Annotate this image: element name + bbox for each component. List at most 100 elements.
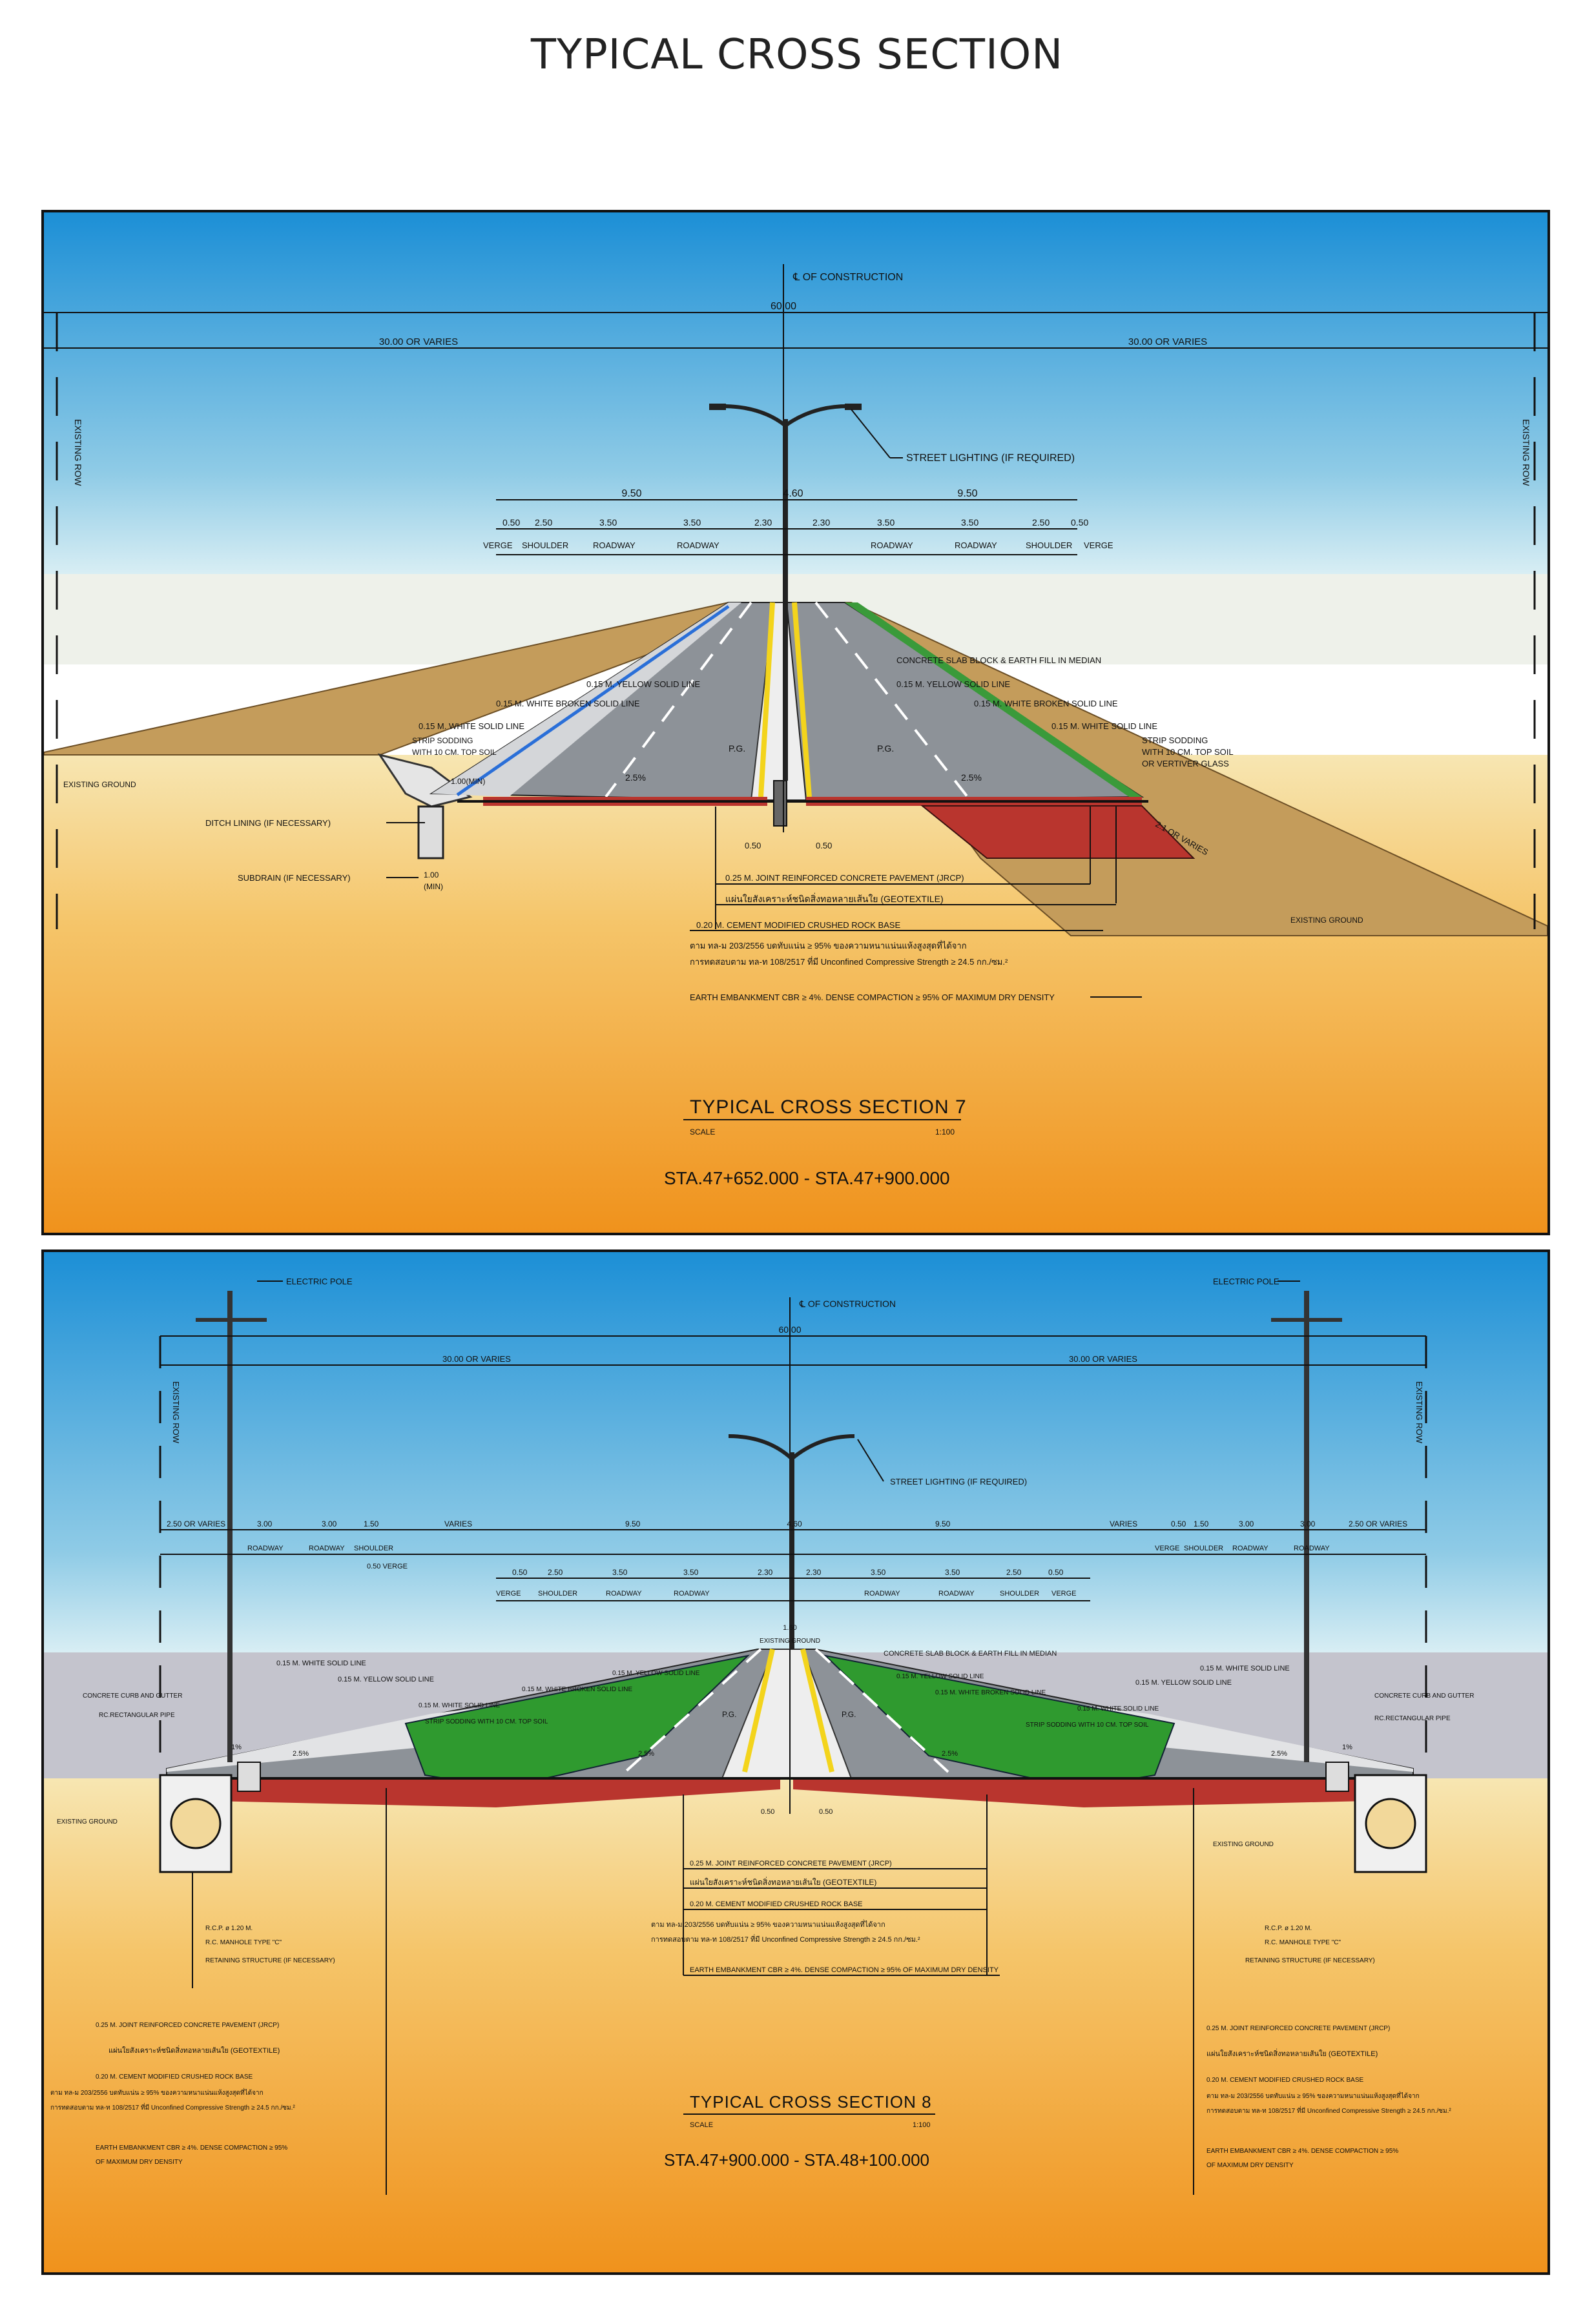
lane-label: ROADWAY	[593, 540, 636, 550]
pipe-right	[1365, 1798, 1416, 1849]
slope-outer-left: 2.5%	[293, 1750, 309, 1758]
strip-sod-left-1: STRIP SODDING	[412, 736, 473, 745]
side-spec-2-left: การทดสอบตาม ทล-ท 108/2517 ที่มี Unconfin…	[50, 2103, 295, 2112]
lane-dims-right: 2.30 3.50 3.50 2.50 0.50	[813, 517, 1088, 528]
frontage-label: SHOULDER	[354, 1545, 393, 1552]
grass-left	[404, 1654, 750, 1789]
base-label: 0.20 M. CEMENT MODIFIED CRUSHED ROCK BAS…	[690, 1900, 863, 1908]
side-geotextile-left: แผ่นใยสังเคราะห์ชนิดสิ่งทอหลายเส้นใย (GE…	[109, 2045, 280, 2055]
side-spec-2-right: การทดสอบตาม ทล-ท 108/2517 ที่มี Unconfin…	[1206, 2106, 1451, 2115]
lane-dim: 3.50	[945, 1568, 960, 1577]
pipe-right-label: RC.RECTANGULAR PIPE	[1374, 1715, 1451, 1722]
street-light-arm-right	[784, 404, 849, 427]
side-spec-1-right: ตาม ทล-ม 203/2556 บดทับแน่น ≥ 95% ของควา…	[1206, 2091, 1420, 2100]
cross-section-7-drawing: ℄ OF CONSTRUCTION 60.00 30.00 OR VARIES …	[44, 212, 1547, 1233]
base-label: 0.20 M. CEMENT MODIFIED CRUSHED ROCK BAS…	[696, 920, 900, 930]
rcp-right: R.C.P. ø 1.20 M.	[1265, 1925, 1312, 1932]
slope-right: 2.5%	[961, 772, 982, 783]
side-embank-1-left: EARTH EMBANKMENT CBR ≥ 4%. DENSE COMPACT…	[96, 2144, 287, 2152]
side-embank-2-right: OF MAXIMUM DRY DENSITY	[1206, 2162, 1294, 2169]
subdrain-dim-2: (MIN)	[424, 882, 443, 891]
lane-dim: 2.30	[758, 1568, 773, 1577]
spec-2: การทดสอบตาม ทล-ท 108/2517 ที่มี Unconfin…	[690, 956, 1008, 967]
verge-small: 0.50 VERGE	[367, 1563, 408, 1570]
side-spec-1-left: ตาม ทล-ม 203/2556 บดทับแน่น ≥ 95% ของควา…	[50, 2088, 264, 2097]
dim-left-half: 30.00 OR VARIES	[442, 1354, 511, 1364]
lane-labels-right: ROADWAY ROADWAY SHOULDER VERGE	[871, 540, 1113, 550]
section-title: TYPICAL CROSS SECTION 8	[690, 2092, 932, 2112]
curb-left	[237, 1762, 261, 1792]
dim-right-half: 30.00 OR VARIES	[1128, 336, 1207, 347]
top-dim: 1.50	[364, 1519, 379, 1528]
embankment-spec: EARTH EMBANKMENT CBR ≥ 4%. DENSE COMPACT…	[690, 1966, 999, 1974]
top-dim: 0.50	[1171, 1519, 1186, 1528]
lane-dim: 3.50	[683, 1568, 699, 1577]
lane-label: ROADWAY	[871, 540, 913, 550]
slope-inner-left: 2.5%	[638, 1750, 654, 1758]
strip-left-label: STRIP SODDING WITH 10 CM. TOP SOIL	[425, 1718, 548, 1725]
yellow-inner-right-label: 0.15 M. YELLOW SOLID LINE	[896, 1673, 984, 1680]
side-jrcp-right: 0.25 M. JOINT REINFORCED CONCRETE PAVEME…	[1206, 2025, 1390, 2032]
strip-right-label: STRIP SODDING WITH 10 CM. TOP SOIL	[1026, 1722, 1149, 1729]
lane-label: VERGE	[1051, 1590, 1077, 1598]
strip-sod-right-1: STRIP SODDING	[1142, 735, 1208, 745]
lane-line-yellow-right	[800, 1649, 834, 1773]
top-dim: 3.00	[1300, 1519, 1316, 1528]
lane-dim: 3.50	[877, 517, 895, 528]
lane-dim: 0.50	[1048, 1568, 1064, 1577]
dim-050-b: 0.50	[816, 841, 832, 850]
cl-label: ℄ OF CONSTRUCTION	[799, 1299, 896, 1309]
page-title: TYPICAL CROSS SECTION	[530, 31, 1064, 79]
white-inner-right-label: 0.15 M. WHITE SOLID LINE	[1077, 1705, 1159, 1712]
lane-label: ROADWAY	[955, 540, 997, 550]
side-jrcp-left: 0.25 M. JOINT REINFORCED CONCRETE PAVEME…	[96, 2022, 279, 2029]
lane-line-yellow-left	[758, 602, 775, 797]
top-dim: VARIES	[1110, 1519, 1137, 1528]
dim-median: 4.60	[783, 488, 803, 499]
dim-median: 4.60	[787, 1519, 802, 1528]
curb-right	[1325, 1762, 1349, 1792]
manhole-left: R.C. MANHOLE TYPE "C"	[205, 1939, 282, 1946]
strip-sod-right-3: OR VERTIVER GLASS	[1142, 759, 1229, 768]
existing-ground-right: EXISTING GROUND	[1290, 916, 1363, 925]
curb-right-label: CONCRETE CURB AND GUTTER	[1374, 1692, 1474, 1700]
spec-2: การทดสอบตาม ทล-ท 108/2517 ที่มี Unconfin…	[651, 1934, 920, 1944]
slab-median-label: CONCRETE SLAB BLOCK & EARTH FILL IN MEDI…	[884, 1650, 1057, 1658]
dim-right-half: 30.00 OR VARIES	[1069, 1354, 1137, 1364]
embankment-spec: EARTH EMBANKMENT CBR ≥ 4%. DENSE COMPACT…	[690, 992, 1055, 1002]
lane-label: ROADWAY	[677, 540, 719, 550]
scale-label: SCALE	[690, 2121, 713, 2129]
spec-1: ตาม ทล-ม 203/2556 บดทับแน่น ≥ 95% ของควา…	[690, 940, 967, 951]
side-embank-1-right: EARTH EMBANKMENT CBR ≥ 4%. DENSE COMPACT…	[1206, 2148, 1398, 2155]
top-dims-right: 9.50 VARIES 0.50 1.50 3.00 3.00 2.50 OR …	[935, 1519, 1407, 1528]
lane-line-white-left	[605, 601, 752, 798]
cl-label: ℄ OF CONSTRUCTION	[792, 272, 903, 283]
lane-dim: 2.50	[535, 517, 552, 528]
strip-sod-right-2: WITH 10 CM. TOP SOIL	[1142, 747, 1234, 757]
slope-left: 2.5%	[625, 772, 646, 783]
median-dim: 1.60	[783, 1624, 796, 1632]
dim-050-a: 0.50	[761, 1808, 774, 1816]
white-broken-inner-right-label: 0.15 M. WHITE BROKEN SOLID LINE	[935, 1689, 1046, 1696]
pg-left: P.G.	[722, 1710, 736, 1719]
scale-label: SCALE	[690, 1127, 715, 1136]
shoulder-right-green	[845, 602, 1142, 797]
lane-label: VERGE	[483, 540, 513, 550]
lane-label: ROADWAY	[938, 1590, 975, 1598]
geotextile-label: แผ่นใยสังเคราะห์ชนิดสิ่งทอหลายเส้นใย (GE…	[725, 893, 944, 904]
base-right	[793, 1778, 1413, 1807]
row-label-right: EXISTING ROW	[1521, 419, 1531, 486]
top-dim: 9.50	[625, 1519, 641, 1528]
pg-right: P.G.	[877, 743, 894, 754]
slab-median-label: CONCRETE SLAB BLOCK & EARTH FILL IN MEDI…	[896, 655, 1101, 665]
spec-1: ตาม ทล-ม 203/2556 บดทับแน่น ≥ 95% ของควา…	[651, 1919, 885, 1929]
existing-ground-left: EXISTING GROUND	[63, 780, 136, 789]
dim-cw-right: 9.50	[957, 488, 977, 499]
dim-cw-left: 9.50	[621, 488, 641, 499]
lane-line-white-right	[814, 601, 969, 798]
side-embank-2-left: OF MAXIMUM DRY DENSITY	[96, 2159, 183, 2166]
lane-labels-left: VERGE SHOULDER ROADWAY ROADWAY	[483, 540, 719, 550]
yellow-left-label: 0.15 M. YELLOW SOLID LINE	[338, 1676, 434, 1683]
frontage-labels-right: VERGE SHOULDER ROADWAY ROADWAY	[1155, 1545, 1330, 1552]
pg-left: P.G.	[729, 743, 745, 754]
